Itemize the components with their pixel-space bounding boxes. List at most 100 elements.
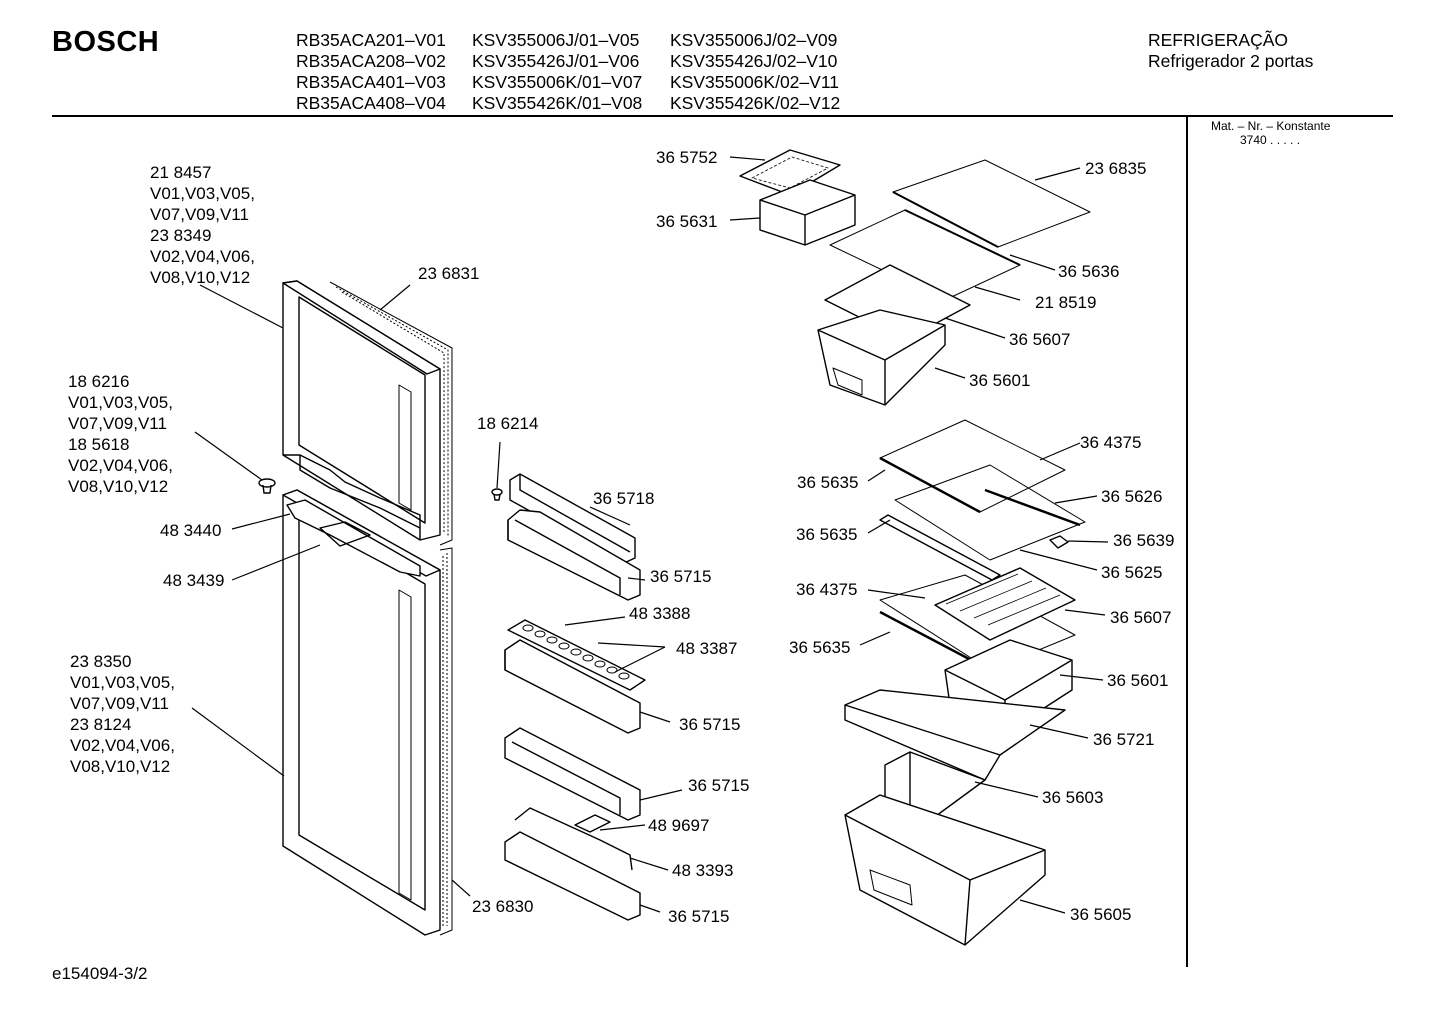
part-label: 36 5601 xyxy=(1107,671,1169,690)
model-row: RB35ACA201–V01 KSV355006J/01–V05 KSV355006… xyxy=(296,30,840,51)
crisper-cover-grid xyxy=(934,567,1076,641)
screw-part xyxy=(491,488,503,501)
leader-line xyxy=(1019,899,1066,914)
leader-line xyxy=(496,441,501,489)
part-label: 36 4375 xyxy=(1080,433,1142,452)
part-label: 36 5626 xyxy=(1101,487,1163,506)
ice-bin xyxy=(759,179,856,246)
leader-line xyxy=(859,631,891,646)
category-title: REFRIGERAÇÃO xyxy=(1148,30,1289,50)
leader-line xyxy=(231,544,321,581)
part-label: 48 3388 xyxy=(629,604,691,623)
ice-tray xyxy=(739,149,841,196)
leader-line xyxy=(379,284,411,311)
leader-line xyxy=(629,857,669,871)
leader-line xyxy=(944,317,1006,339)
door-shelf-bin xyxy=(504,727,641,821)
part-label: 36 5715 xyxy=(688,776,750,795)
part-label: 36 5639 xyxy=(1113,531,1175,550)
part-label: 36 5607 xyxy=(1009,330,1071,349)
part-label: 36 5603 xyxy=(1042,788,1104,807)
screw-part xyxy=(258,478,276,494)
part-label: 48 9697 xyxy=(648,816,710,835)
leader-line xyxy=(564,616,626,626)
leader-line xyxy=(191,707,285,777)
freezer-wire-shelf xyxy=(892,159,1091,248)
part-label: 36 5752 xyxy=(656,148,718,167)
part-label: 48 3440 xyxy=(160,521,222,540)
part-label: 36 5605 xyxy=(1070,905,1132,924)
leader-line xyxy=(231,513,291,530)
material-constant: Mat. – Nr. – Konstante 3740 . . . . . xyxy=(1211,119,1330,147)
part-label: 36 5715 xyxy=(650,567,712,586)
model-code: KSV355426K/02–V12 xyxy=(670,93,841,113)
leader-line xyxy=(729,156,766,161)
model-code: RB35ACA208–V02 xyxy=(296,51,446,71)
crisper-drawer-large xyxy=(844,794,1046,946)
leader-line xyxy=(194,431,263,481)
part-label: 23 6830 xyxy=(472,897,534,916)
brand-logo: BOSCH xyxy=(52,26,160,58)
part-label: 48 3393 xyxy=(672,861,734,880)
model-code: RB35ACA201–V01 xyxy=(296,30,446,50)
part-label: 48 3439 xyxy=(163,571,225,590)
leader-line xyxy=(451,879,471,897)
part-label: 48 3387 xyxy=(676,639,738,658)
leader-line xyxy=(199,284,284,329)
leader-line xyxy=(599,824,646,831)
material-value: 3740 . . . . . xyxy=(1240,133,1301,147)
leader-line xyxy=(729,217,761,221)
leader-line xyxy=(974,286,1021,301)
leader-line xyxy=(614,646,666,673)
glass-shelf-frame xyxy=(879,419,1066,514)
shelf-clip xyxy=(1049,535,1069,549)
door-shelf-bin xyxy=(507,509,641,601)
model-code: KSV355006J/01–V05 xyxy=(472,30,640,50)
side-divider xyxy=(1186,117,1188,967)
part-label: 36 5715 xyxy=(679,715,741,734)
crisper-lid xyxy=(844,689,1066,781)
drawing-code: e154094-3/2 xyxy=(52,964,148,983)
part-label: 21 8457 V01,V03,V05, V07,V09,V11 23 8349… xyxy=(150,163,255,287)
wire-shelf xyxy=(894,464,1086,561)
part-label: 36 5625 xyxy=(1101,563,1163,582)
part-label: 23 6831 xyxy=(418,264,480,283)
door-shelf-bin xyxy=(504,831,641,921)
leader-line xyxy=(1059,674,1104,681)
model-code: KSV355006J/02–V09 xyxy=(670,30,838,50)
leader-line xyxy=(597,642,666,648)
bottle-retainer xyxy=(509,473,636,564)
model-code: KSV355006K/01–V07 xyxy=(472,72,643,92)
leader-line xyxy=(639,789,683,801)
part-label: 18 6214 xyxy=(477,414,539,433)
part-label: 36 5635 xyxy=(797,473,859,492)
bottle-guard-wire xyxy=(514,807,633,871)
leader-line xyxy=(627,577,646,581)
header-rule xyxy=(52,115,1393,117)
part-label: 36 5721 xyxy=(1093,730,1155,749)
fridge-door xyxy=(282,489,453,936)
part-label: 36 5607 xyxy=(1110,608,1172,627)
egg-tray xyxy=(507,619,646,691)
leader-line xyxy=(934,367,966,379)
leader-line xyxy=(867,519,891,534)
leader-line xyxy=(1009,254,1056,271)
part-label: 21 8519 xyxy=(1035,293,1097,312)
part-label: 36 5636 xyxy=(1058,262,1120,281)
model-code: RB35ACA408–V04 xyxy=(296,93,446,113)
category-subtitle: Refrigerador 2 portas xyxy=(1148,51,1314,71)
part-label: 36 5631 xyxy=(656,212,718,231)
freezer-drawer xyxy=(817,309,946,406)
leader-line xyxy=(639,904,661,913)
leader-line xyxy=(1039,442,1081,461)
part-label: 36 5718 xyxy=(593,489,655,508)
leader-line xyxy=(867,469,886,482)
model-code: RB35ACA401–V03 xyxy=(296,72,446,92)
model-code: KSV355426J/01–V06 xyxy=(472,51,640,71)
leader-line xyxy=(1064,609,1106,616)
part-label: 23 6835 xyxy=(1085,159,1147,178)
